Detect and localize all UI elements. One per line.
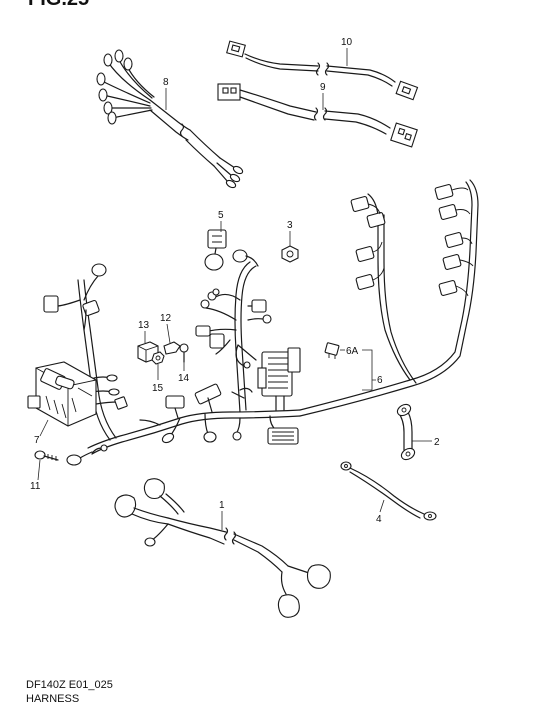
callout-12: 12 [160,313,172,324]
part-6-main-harness[interactable] [43,179,479,466]
callout-14: 14 [178,373,190,384]
callout-7: 7 [34,435,40,446]
callout-13: 13 [138,320,150,331]
part-10-cable[interactable] [226,40,419,101]
part-6a-fuse[interactable] [324,342,340,359]
part-3-grommet[interactable] [281,245,299,263]
callout-11: 11 [30,481,41,492]
part-9-cable[interactable] [217,83,418,148]
callout-6a: 6A [346,346,359,357]
part-14-screw[interactable] [179,343,189,363]
callout-3: 3 [287,220,293,231]
callout-15: 15 [152,383,164,394]
callout-9: 9 [320,82,326,93]
part-2-ground-strap[interactable] [395,402,416,462]
part-1-sensor-harness[interactable] [114,478,331,618]
callout-10: 10 [341,37,353,48]
figure-name: HARNESS [26,693,80,705]
callout-5: 5 [218,210,224,221]
callout-1: 1 [219,500,225,511]
callout-2: 2 [434,437,440,448]
callout-6: 6 [377,375,383,386]
callout-8: 8 [163,77,169,88]
figure-code: DF140Z E01_025 [26,679,113,691]
part-8-pigtail[interactable] [96,49,244,189]
part-7-bracket-assembly[interactable] [27,361,97,427]
part-11-bolt[interactable] [34,450,59,461]
part-5-sensor-boot[interactable] [204,229,259,271]
part-15-nut[interactable] [151,351,165,365]
callouts: 10 9 8 5 3 13 12 14 15 6A 6 7 2 11 4 1 [30,37,440,530]
part-4-ground-wire[interactable] [340,461,437,521]
part-12-plate[interactable] [163,341,181,355]
figure-title: FIG.25 [28,0,89,11]
callout-4: 4 [376,514,382,525]
